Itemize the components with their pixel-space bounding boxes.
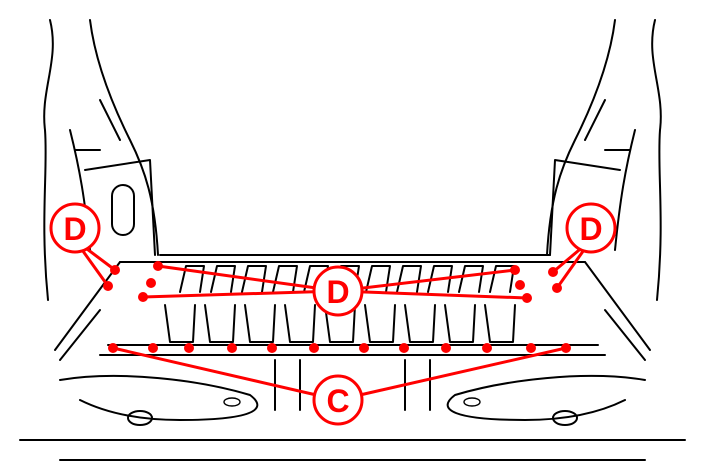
callout-lines (73, 238, 593, 402)
floor-rib (210, 265, 236, 293)
fastener-dot (138, 292, 148, 302)
fastener-dot (482, 343, 492, 353)
floor-rib (164, 304, 196, 343)
fastener-dot (153, 261, 163, 271)
floor-rib (179, 265, 205, 293)
fastener-dot (184, 343, 194, 353)
callout-label: D (63, 211, 86, 247)
fastener-dot (108, 343, 118, 353)
fastener-dot (110, 265, 120, 275)
fastener-dot (515, 280, 525, 290)
callout-d-right: D (565, 202, 617, 254)
floor-rib (284, 304, 316, 343)
floor-rib (364, 304, 396, 343)
callout-c: C (312, 374, 364, 426)
fastener-dot (399, 343, 409, 353)
floor-rib (204, 304, 236, 343)
fastener-dot (359, 343, 369, 353)
floor-rib (272, 265, 298, 293)
floor-rib (396, 265, 422, 293)
floor-rib (365, 265, 391, 293)
callout-d-center: D (312, 265, 364, 317)
fastener-dot (552, 283, 562, 293)
floor-rib (489, 265, 515, 293)
fastener-points (103, 261, 571, 353)
floor-rib (458, 265, 484, 293)
fastener-dot (561, 343, 571, 353)
callout-d-left: D (49, 202, 101, 254)
callout-label: D (579, 211, 602, 247)
floor-rib (404, 304, 436, 343)
fastener-dot (548, 267, 558, 277)
callout-label: D (326, 274, 349, 310)
floor-rib (484, 304, 516, 343)
floor-rib (324, 304, 356, 343)
fastener-dot (522, 293, 532, 303)
callout-label: C (326, 383, 349, 419)
fastener-dot (510, 265, 520, 275)
fastener-dot (148, 343, 158, 353)
floor-rib (444, 304, 476, 343)
vehicle-line-art (19, 19, 686, 461)
fastener-dot (309, 343, 319, 353)
fastener-dot (146, 278, 156, 288)
fastener-dot (267, 343, 277, 353)
fastener-dot (103, 281, 113, 291)
floor-rib (244, 304, 276, 343)
fastener-dot (441, 343, 451, 353)
fastener-dot (526, 343, 536, 353)
fastener-dot (227, 343, 237, 353)
